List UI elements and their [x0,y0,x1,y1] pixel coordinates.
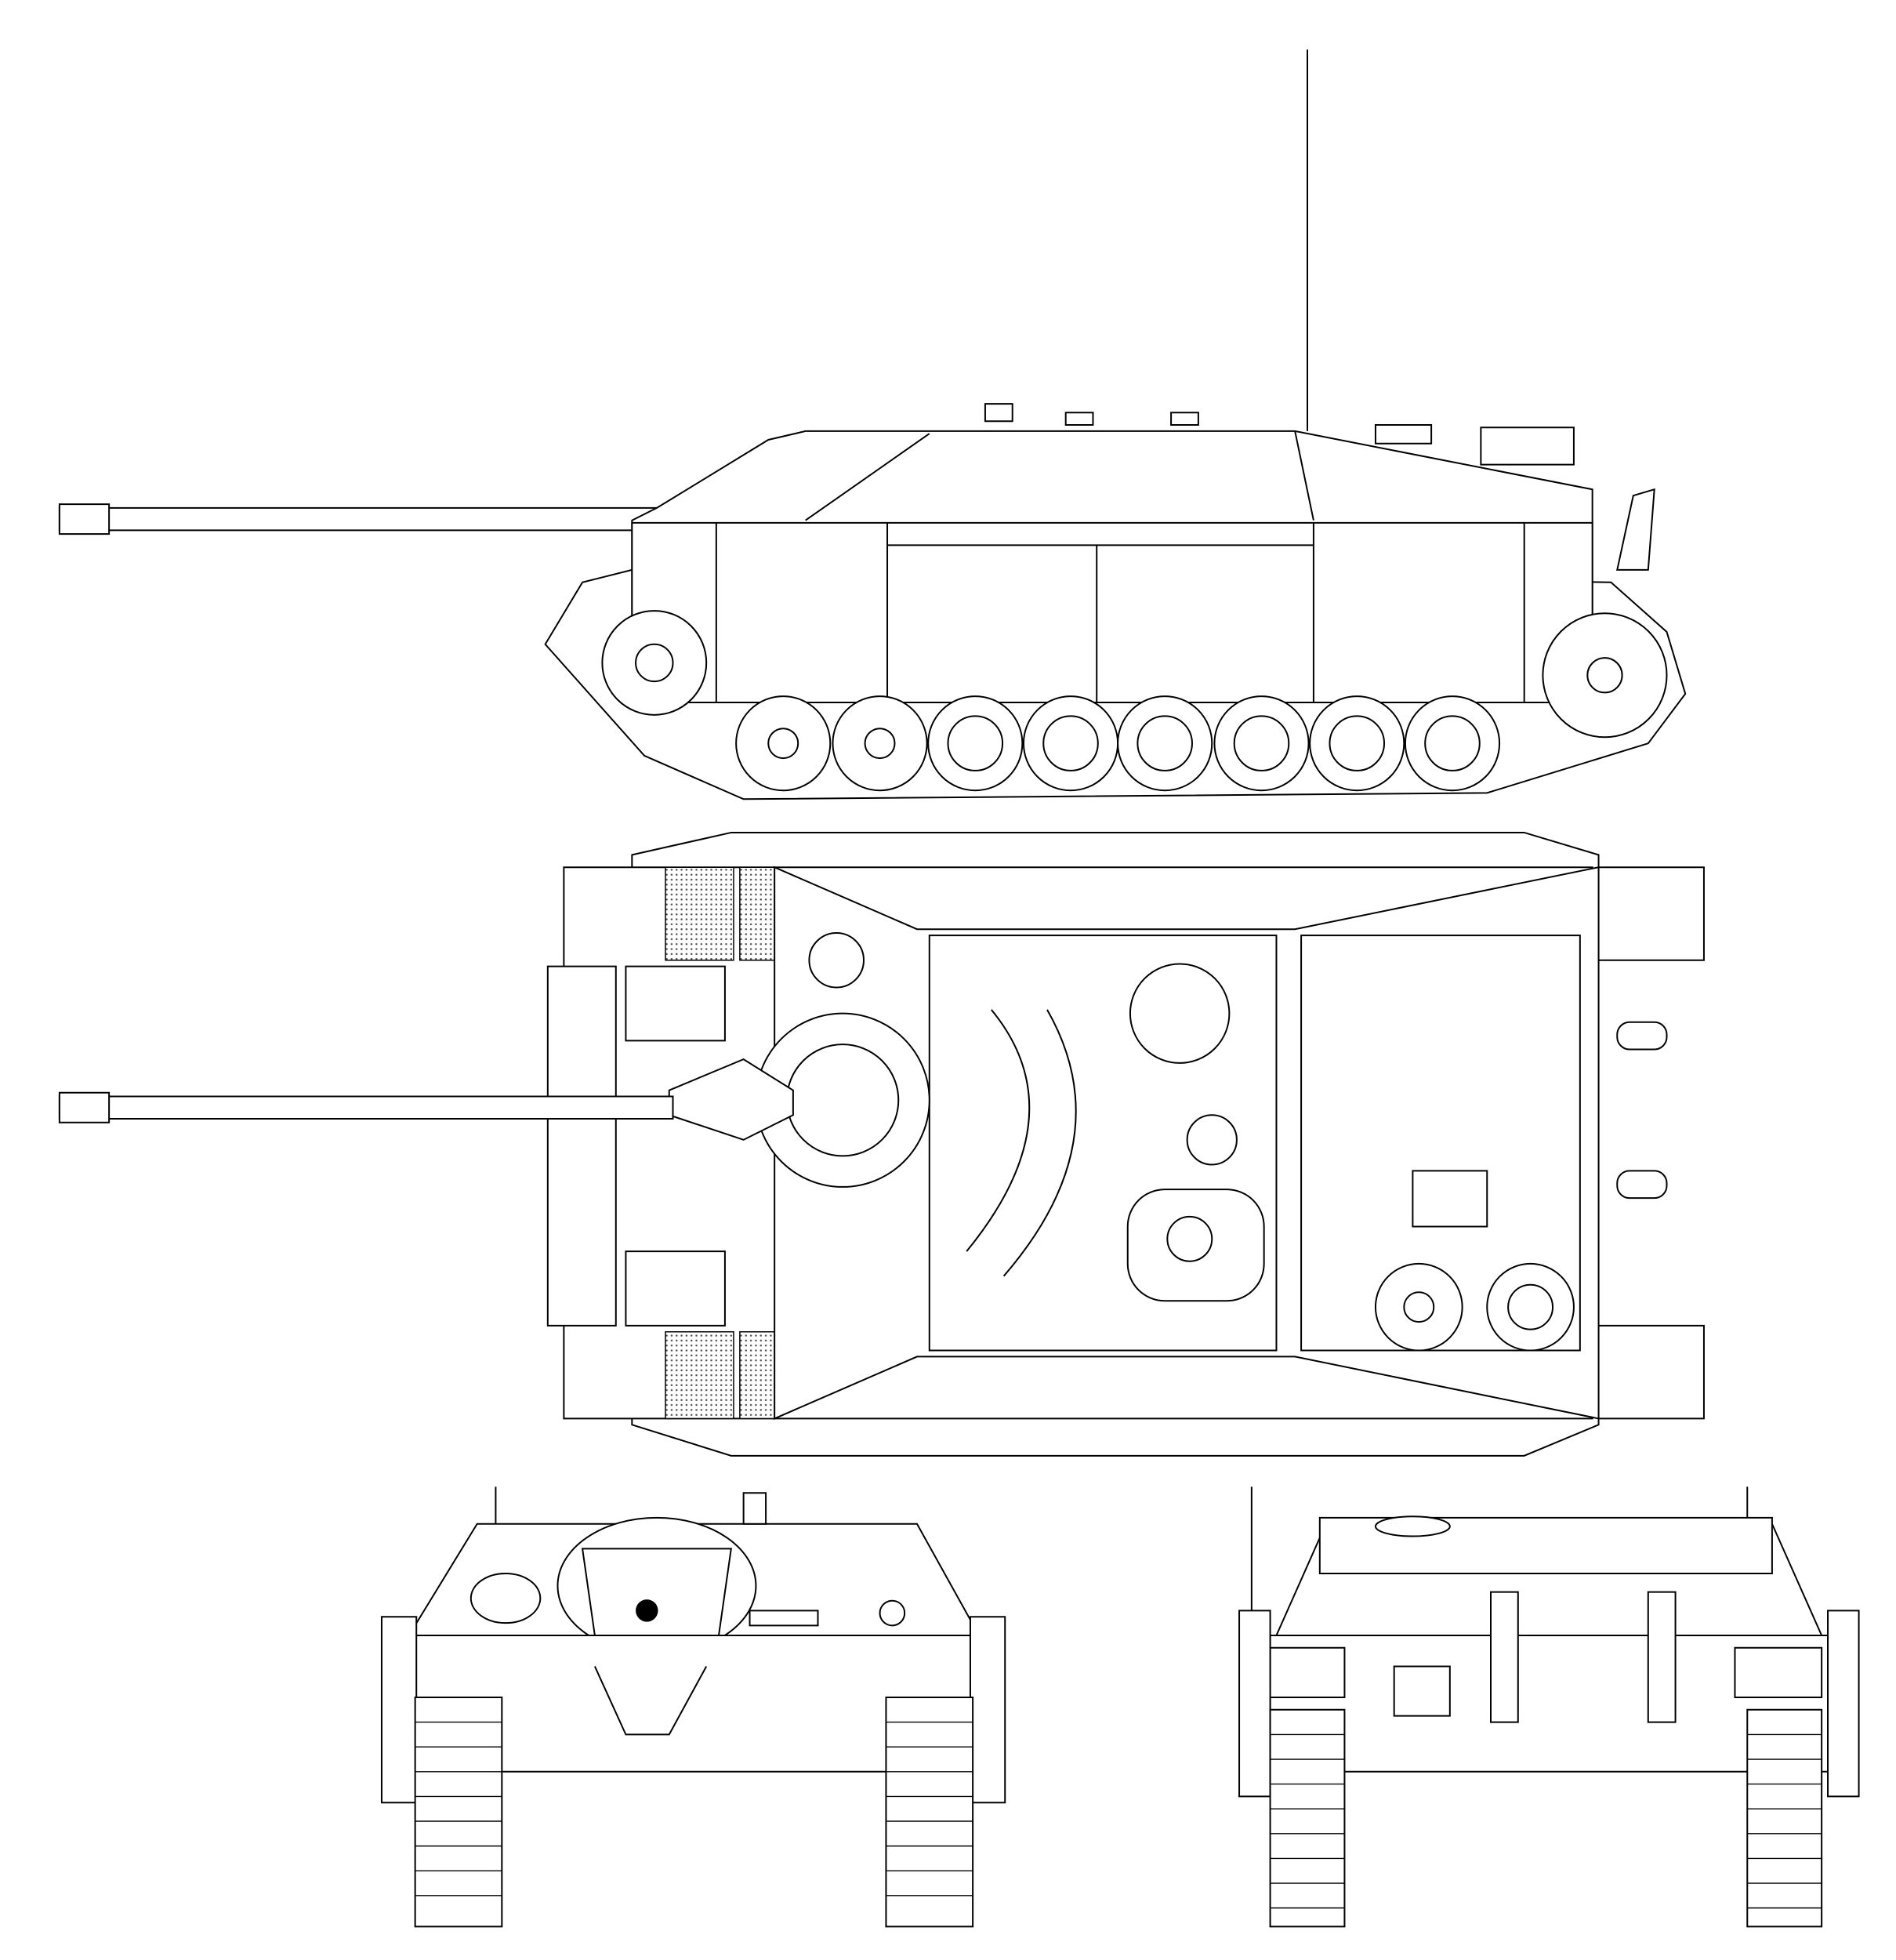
track-left [1271,1710,1345,1927]
track-left [415,1697,502,1926]
top-view [60,833,1704,1456]
front-view [382,1486,1005,1926]
gun-barrel [60,508,667,530]
road-wheels [736,696,1499,790]
track-right [886,1697,973,1926]
side-view [60,49,1685,799]
track-right [1747,1710,1822,1927]
exhaust-left [1491,1592,1518,1722]
cupola [985,404,1013,421]
gun-barrel-top [60,1097,673,1119]
side-skirt [632,523,1592,702]
exhaust [1617,489,1654,570]
commander-hatch [1130,964,1229,1062]
exhaust-right [1648,1592,1676,1722]
rear-view [1239,1486,1859,1926]
